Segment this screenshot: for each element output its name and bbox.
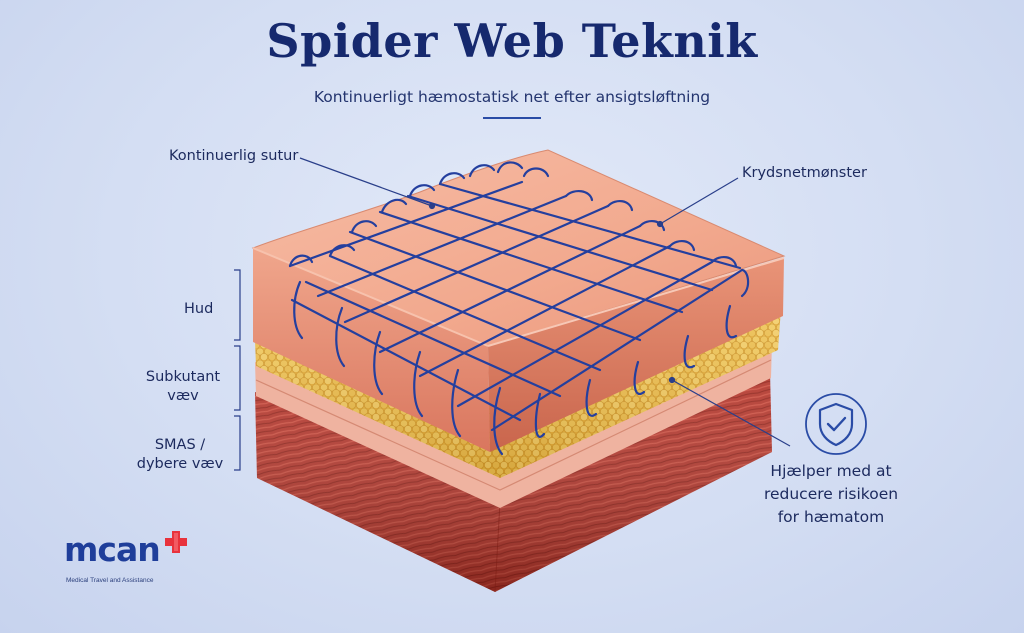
callout-line-suture [299, 157, 433, 207]
page-title: Spider Web Teknik [266, 14, 758, 68]
benefit-text: Hjælper med at reducere risikoen for hæm… [756, 460, 906, 529]
label-cross-mesh: Krydsnetmønster [742, 165, 867, 181]
bracket-smas [234, 415, 241, 471]
callout-dot-benefit [668, 376, 676, 384]
label-subcutaneous-line1: Subkutant [145, 369, 221, 385]
suture-loops-right [564, 190, 750, 298]
label-subcutaneous-line2: væv [167, 388, 199, 404]
benefit-line1: Hjælper med at [770, 462, 892, 480]
suture-loops-front [293, 280, 738, 456]
bracket-skin [234, 269, 241, 341]
logo-tagline: Medical Travel and Assistance [66, 577, 154, 584]
label-continuous-suture: Kontinuerlig sutur [169, 148, 299, 164]
layer-brackets [234, 269, 241, 471]
label-skin: Hud [184, 301, 214, 317]
suture-lines-set-b [290, 182, 742, 422]
label-subcutaneous: Subkutant væv [140, 368, 226, 406]
page-subtitle: Kontinuerligt hæmostatisk net efter ansi… [313, 88, 711, 106]
shield-check-icon [805, 393, 867, 455]
skin-layer [251, 149, 786, 452]
title-divider [483, 117, 541, 119]
smas-layer [255, 372, 772, 593]
suture-loops-top [288, 161, 550, 268]
mcan-logo: mcan Medical Travel and Assistance [64, 530, 214, 590]
label-smas-line2: dybere væv [136, 456, 224, 472]
logo-wordmark: mcan [64, 530, 161, 569]
plus-cross-icon [165, 531, 187, 553]
callout-dot-suture [428, 202, 436, 210]
label-smas-line1: SMAS / [154, 437, 206, 453]
callout-lines [299, 157, 791, 447]
callout-line-benefit [671, 379, 791, 447]
bracket-subcutaneous [234, 345, 241, 411]
benefit-line2: reducere risikoen [763, 485, 899, 503]
label-smas: SMAS / dybere væv [132, 436, 228, 474]
suture-mesh [288, 161, 750, 456]
benefit-line3: for hæmatom [777, 508, 885, 526]
callout-line-mesh [659, 177, 739, 225]
fascia-band [255, 342, 772, 508]
callout-dot-mesh [656, 220, 664, 228]
